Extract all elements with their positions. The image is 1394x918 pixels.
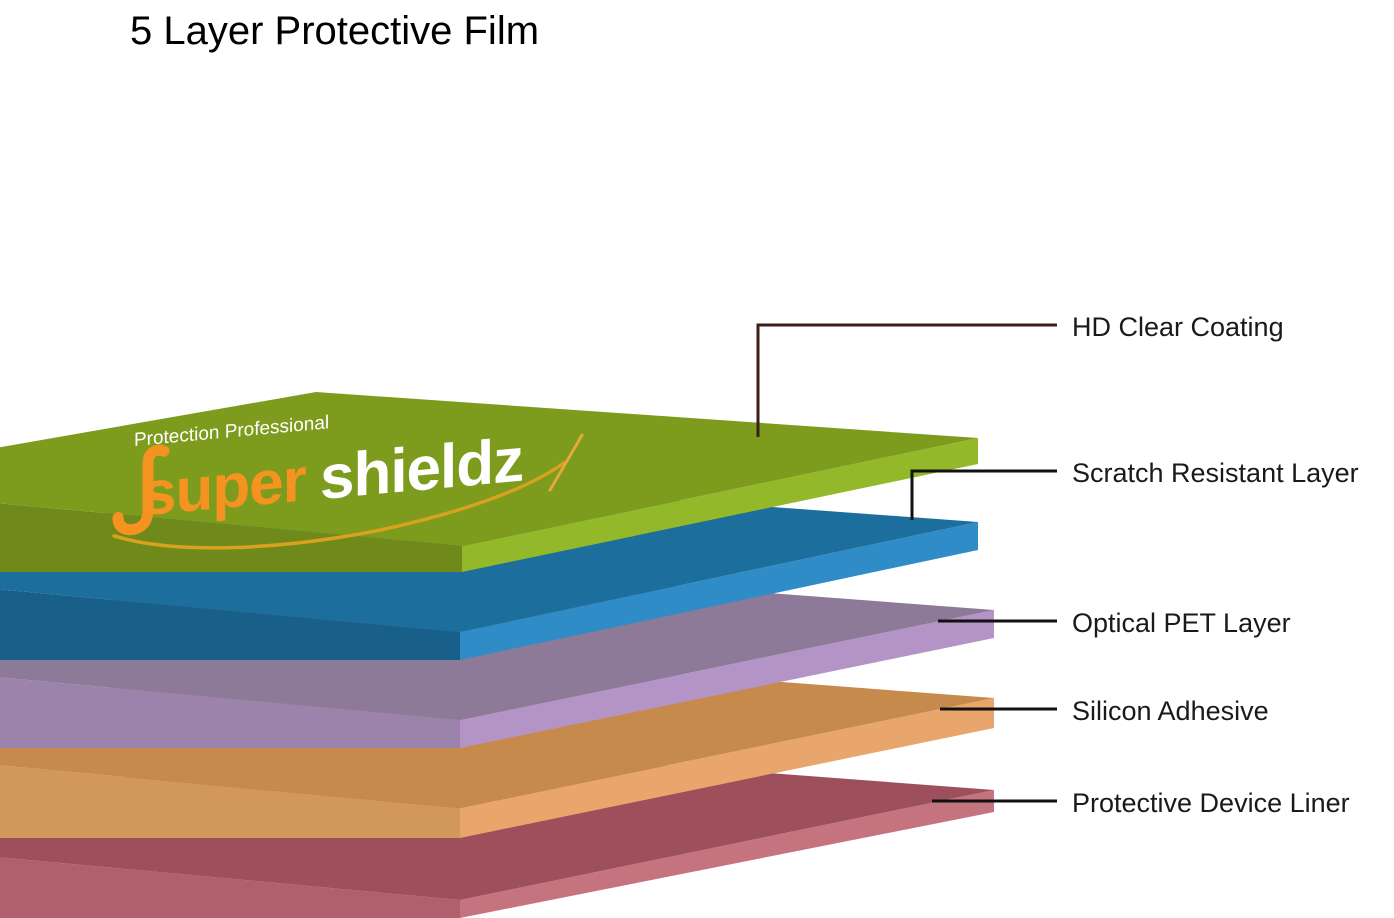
logo-swoosh xyxy=(112,461,566,550)
page-title: 5 Layer Protective Film xyxy=(130,9,539,53)
layer-5-side-left xyxy=(0,857,460,918)
layer-5-edge-front xyxy=(460,790,994,918)
layer-3-side-left xyxy=(0,677,460,748)
layer-hd-clear-coating: Protection Professional super shieldz xyxy=(0,392,978,572)
logo-flourish-hook xyxy=(112,444,170,536)
callout-label-scratch-resistant: Scratch Resistant Layer xyxy=(1072,458,1359,488)
logo-swoosh-tick xyxy=(548,433,584,492)
leader-line-scratch-resistant xyxy=(910,469,1057,520)
callout-label-optical-pet: Optical PET Layer xyxy=(1072,608,1291,638)
callout-label-hd-clear-coating: HD Clear Coating xyxy=(1072,312,1284,342)
layer-3-edge-front xyxy=(460,610,994,748)
layer-2-side-left xyxy=(0,589,460,660)
layer-1-top xyxy=(0,392,978,546)
layer-2-edge-front xyxy=(460,522,978,660)
brand-lockup: Protection Professional super shieldz xyxy=(112,412,584,550)
layer-4-edge-front xyxy=(460,698,994,838)
brand-name-super: super xyxy=(142,445,307,529)
callout-label-silicon-adhesive: Silicon Adhesive xyxy=(1072,696,1269,726)
layer-4-side-left xyxy=(0,765,460,838)
callout-label-protective-device-liner: Protective Device Liner xyxy=(1072,788,1350,818)
leader-line-hd-clear-coating xyxy=(756,323,1057,437)
layer-1-edge-front xyxy=(462,438,978,572)
